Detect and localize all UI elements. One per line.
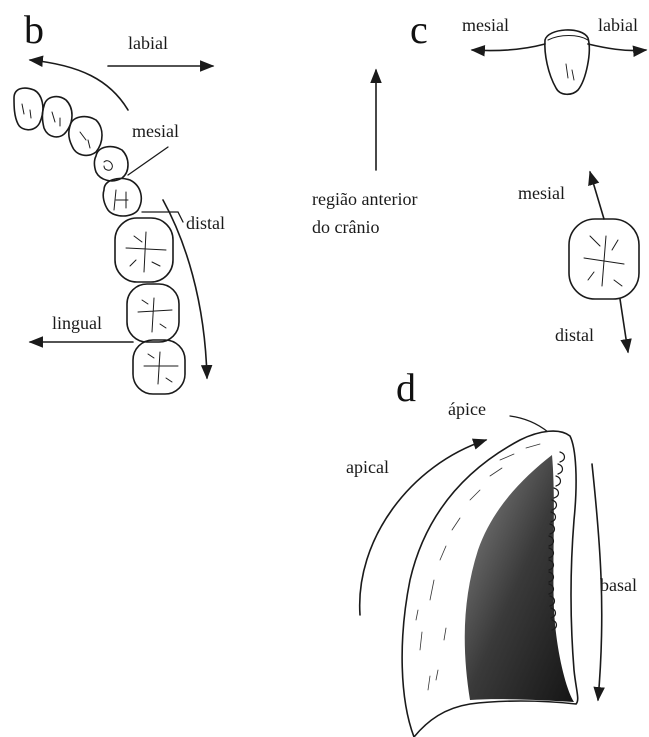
mesial-mid-arrow: [590, 172, 604, 219]
panel-letter-d: d: [396, 368, 416, 408]
label-labial-b: labial: [128, 34, 168, 52]
label-apical: apical: [346, 458, 389, 476]
panel-letter-c: c: [410, 10, 428, 50]
apice-leader: [510, 416, 548, 432]
panel-b-drawing: [14, 60, 213, 394]
label-regiao-line1: região anterior: [312, 190, 417, 208]
label-regiao-line2: do crânio: [312, 218, 379, 236]
distal-low-arrow: [620, 299, 628, 352]
label-basal: basal: [600, 576, 637, 594]
mesial-top-arrow: [472, 44, 545, 51]
label-distal-b: distal: [186, 214, 225, 232]
label-mesial-b: mesial: [132, 122, 179, 140]
crown-top: [545, 30, 589, 94]
panel-d-drawing: [360, 416, 602, 737]
label-mesial-c-mid: mesial: [518, 184, 565, 202]
mesial-leader: [128, 147, 168, 175]
labial-top-arrow: [588, 44, 646, 51]
label-mesial-c-top: mesial: [462, 16, 509, 34]
label-labial-c-top: labial: [598, 16, 638, 34]
label-apice: ápice: [448, 400, 486, 418]
panel-letter-b: b: [24, 10, 44, 50]
label-distal-c-low: distal: [555, 326, 594, 344]
label-lingual-b: lingual: [52, 314, 102, 332]
